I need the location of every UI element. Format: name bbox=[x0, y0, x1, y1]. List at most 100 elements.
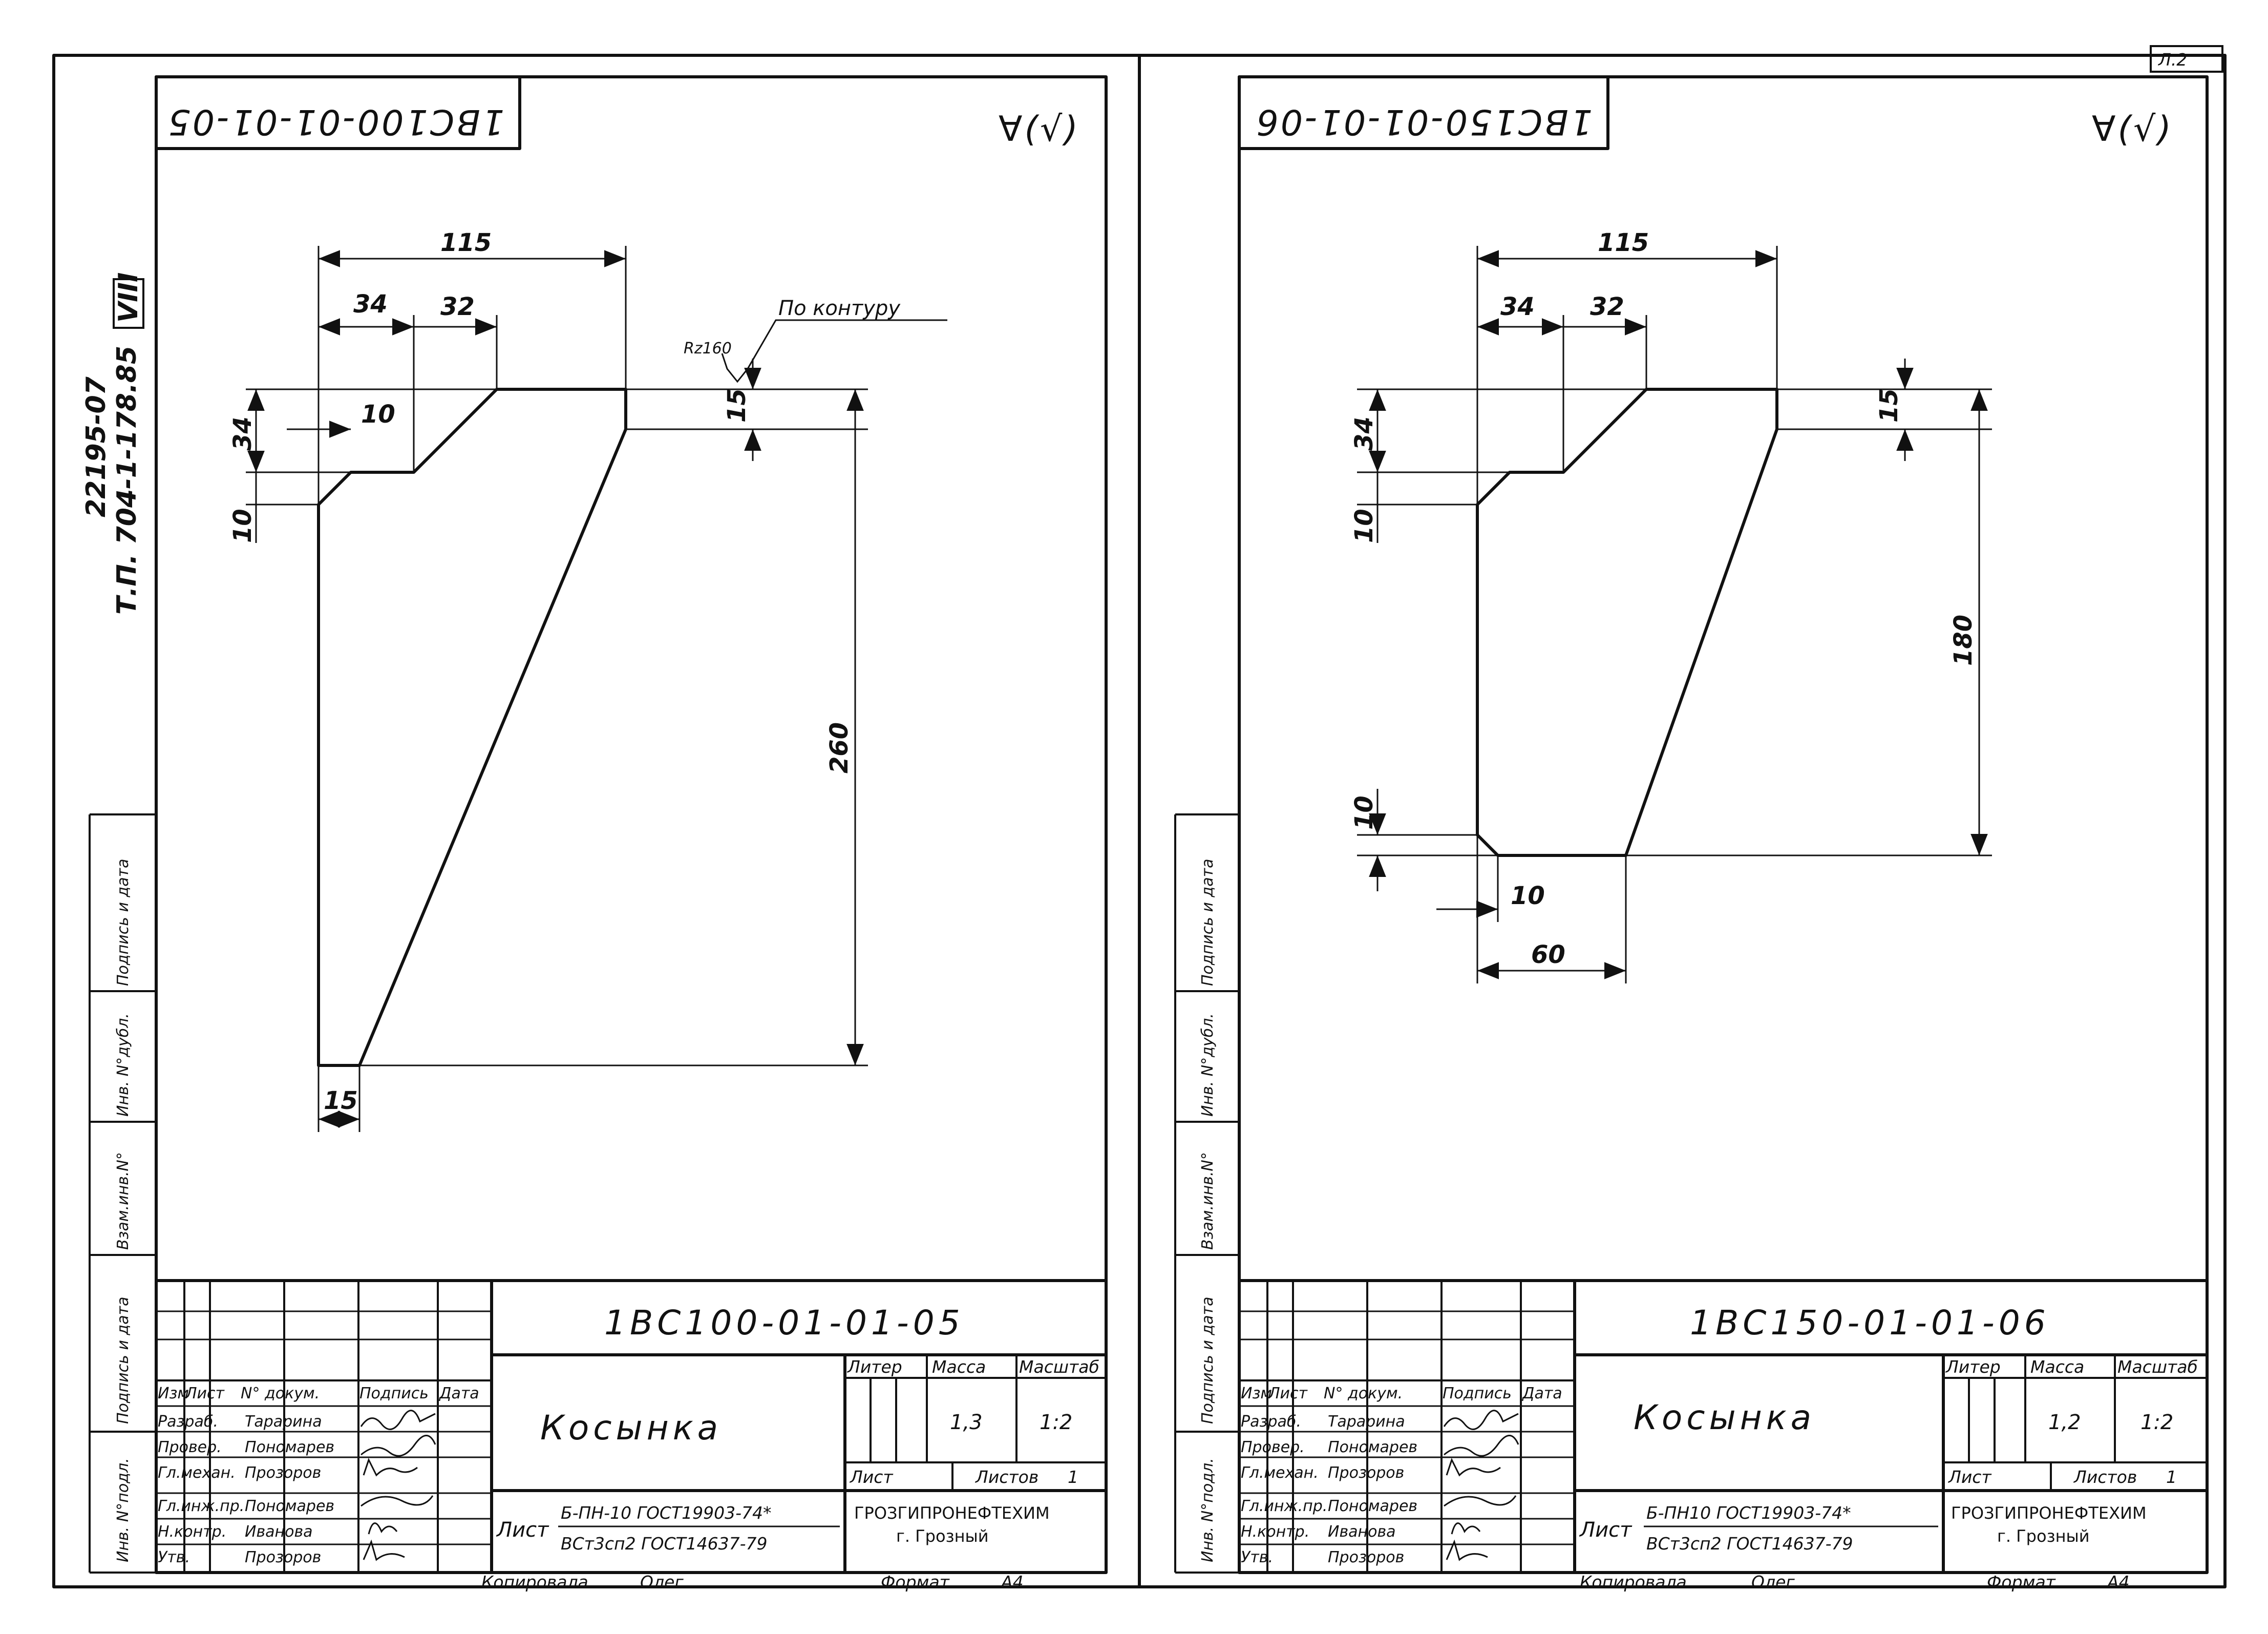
name-1-right: Пономарев bbox=[1328, 1438, 1417, 1456]
side-stamp-line2: Т.П. 704-1-178.85 bbox=[112, 346, 142, 615]
svg-text:Инв. N°подл.: Инв. N°подл. bbox=[1199, 1458, 1217, 1562]
role-4-left: Н.контр. bbox=[158, 1523, 226, 1541]
sheet-label-right: Лист bbox=[1948, 1467, 1992, 1487]
binding-labels-right: Инв. N°подл. Подпись и дата Взам.инв.N° … bbox=[1199, 859, 1217, 1563]
dim-left-vertical-bottom-left: 10 bbox=[228, 509, 257, 543]
binding-column-left bbox=[89, 813, 156, 1574]
binding-labels-left: Инв. N°подл. Подпись и дата Взам.инв.N° … bbox=[114, 859, 132, 1563]
part-outline-right bbox=[1476, 388, 1778, 857]
dim-step-a-left: 34 bbox=[353, 290, 388, 319]
dimensions-right bbox=[1357, 246, 1992, 983]
binding-column-right bbox=[1174, 813, 1239, 1574]
top-code-box-right bbox=[1238, 75, 1609, 150]
dimensions-left bbox=[246, 246, 947, 1132]
svg-text:Инв. N°дубл.: Инв. N°дубл. bbox=[114, 1013, 132, 1117]
material-top-right: Б-ПН10 ГОСТ19903-74* bbox=[1646, 1503, 1851, 1523]
col-doc-left: N° докум. bbox=[241, 1385, 320, 1402]
role-1-left: Провер. bbox=[158, 1438, 222, 1456]
liter-header-left: Литер bbox=[847, 1357, 902, 1377]
top-code-right: 1ВС150-01-01-06 bbox=[1255, 101, 1593, 142]
top-code-left: 1ВС100-01-01-05 bbox=[166, 101, 504, 142]
roughness-mark-right: ∀(√) bbox=[2092, 109, 2173, 150]
mass-value-left: 1,3 bbox=[950, 1411, 983, 1434]
dim-bottom-left-vertical-right: 10 bbox=[1350, 795, 1379, 830]
scale-header-right: Масштаб bbox=[2117, 1357, 2198, 1377]
col-sign-right: Подпись bbox=[1443, 1385, 1512, 1402]
svg-text:Взам.инв.N°: Взам.инв.N° bbox=[114, 1152, 132, 1250]
scale-value-right: 1:2 bbox=[2140, 1411, 2173, 1434]
dim-overall-width-right: 115 bbox=[1598, 228, 1649, 257]
copied-by-right: Копировала bbox=[1580, 1572, 1687, 1592]
format-label-left: Формат bbox=[881, 1572, 950, 1592]
format-value-right: А4 bbox=[2106, 1572, 2130, 1592]
svg-text:Инв. N°дубл.: Инв. N°дубл. bbox=[1199, 1013, 1217, 1117]
col-date-right: Дата bbox=[1521, 1385, 1562, 1402]
sheets-label-left: Листов bbox=[975, 1467, 1038, 1487]
sheet-number-box bbox=[2150, 45, 2223, 73]
name-0-right: Тарарина bbox=[1328, 1413, 1405, 1431]
dim-bottom-chamfer-right: 10 bbox=[1511, 882, 1545, 910]
title-block-left bbox=[155, 1279, 1108, 1574]
mass-value-right: 1,2 bbox=[2048, 1411, 2081, 1434]
sheet-label-left: Лист bbox=[850, 1467, 894, 1487]
role-0-left: Разраб. bbox=[158, 1413, 218, 1431]
side-stamp-line1: 22195-07 bbox=[81, 376, 112, 517]
col-date-left: Дата bbox=[438, 1385, 479, 1402]
signatures-right bbox=[1443, 1410, 1519, 1561]
org-right: ГРОЗГИПРОНЕФТЕХИМ bbox=[1951, 1503, 2147, 1523]
dim-bottom-offset-left: 15 bbox=[324, 1086, 358, 1115]
role-1-right: Провер. bbox=[1241, 1438, 1305, 1456]
sheets-label-right: Листов bbox=[2073, 1467, 2137, 1487]
signatures-left bbox=[360, 1410, 436, 1561]
material-bottom-right: ВСт3сп2 ГОСТ14637-79 bbox=[1646, 1534, 1853, 1554]
dim-right-offset-right: 15 bbox=[1875, 388, 1903, 423]
svg-text:Взам.инв.N°: Взам.инв.N° bbox=[1199, 1152, 1217, 1250]
mass-header-left: Масса bbox=[932, 1357, 986, 1377]
drawing-code-left: 1ВС100-01-01-05 bbox=[604, 1303, 964, 1343]
dim-step-b-right: 32 bbox=[1590, 292, 1624, 321]
dim-step-b-left: 32 bbox=[440, 292, 475, 321]
sheet-number: Л.2 bbox=[2158, 50, 2187, 70]
format-value-left: А4 bbox=[1000, 1572, 1024, 1592]
name-5-left: Прозоров bbox=[245, 1548, 321, 1566]
dim-bottom-width-right: 60 bbox=[1531, 940, 1565, 969]
org-left: ГРОЗГИПРОНЕФТЕХИМ bbox=[854, 1503, 1050, 1523]
part-outline-left bbox=[317, 388, 627, 1067]
weld-note-left: По контуру bbox=[778, 297, 901, 320]
col-list-left: Лист bbox=[185, 1385, 225, 1402]
role-5-right: Утв. bbox=[1241, 1548, 1273, 1566]
liter-header-right: Литер bbox=[1945, 1357, 2001, 1377]
name-4-left: Иванова bbox=[245, 1523, 313, 1541]
col-izm-right: Изм bbox=[1241, 1385, 1272, 1402]
copied-sign-left: Олег bbox=[640, 1572, 684, 1592]
copied-sign-right: Олег bbox=[1751, 1572, 1795, 1592]
role-0-right: Разраб. bbox=[1241, 1413, 1301, 1431]
svg-text:Подпись и дата: Подпись и дата bbox=[1199, 859, 1217, 987]
part-name-left: Косынка bbox=[540, 1408, 722, 1448]
city-right: г. Грозный bbox=[1997, 1526, 2090, 1546]
sheets-total-right: 1 bbox=[2166, 1467, 2177, 1487]
material-prefix-right: Лист bbox=[1579, 1518, 1633, 1542]
col-list-right: Лист bbox=[1268, 1385, 1308, 1402]
role-5-left: Утв. bbox=[158, 1548, 190, 1566]
svg-text:Инв. N°подл.: Инв. N°подл. bbox=[114, 1458, 132, 1562]
material-prefix-left: Лист bbox=[496, 1518, 549, 1542]
side-stamp-album: VIII bbox=[113, 273, 144, 323]
role-2-right: Гл.механ. bbox=[1241, 1464, 1319, 1482]
name-3-left: Пономарев bbox=[245, 1497, 334, 1515]
title-block-right bbox=[1238, 1279, 2209, 1574]
dim-left-vertical-top-left: 34 bbox=[228, 416, 257, 451]
dim-left-vertical-top-right: 34 bbox=[1350, 416, 1379, 451]
dim-height-right: 180 bbox=[1949, 615, 1978, 666]
name-5-right: Прозоров bbox=[1328, 1548, 1404, 1566]
mass-header-right: Масса bbox=[2030, 1357, 2084, 1377]
drawing-code-right: 1ВС150-01-01-06 bbox=[1690, 1303, 2050, 1343]
material-bottom-left: ВСт3сп2 ГОСТ14637-79 bbox=[561, 1534, 768, 1554]
sheets-total-left: 1 bbox=[1068, 1467, 1078, 1487]
svg-text:Подпись и дата: Подпись и дата bbox=[1199, 1297, 1217, 1424]
scale-header-left: Масштаб bbox=[1019, 1357, 1099, 1377]
name-3-right: Пономарев bbox=[1328, 1497, 1417, 1515]
name-4-right: Иванова bbox=[1328, 1523, 1396, 1541]
svg-text:Подпись и дата: Подпись и дата bbox=[114, 859, 132, 987]
role-3-right: Гл.инж.пр. bbox=[1241, 1497, 1327, 1515]
